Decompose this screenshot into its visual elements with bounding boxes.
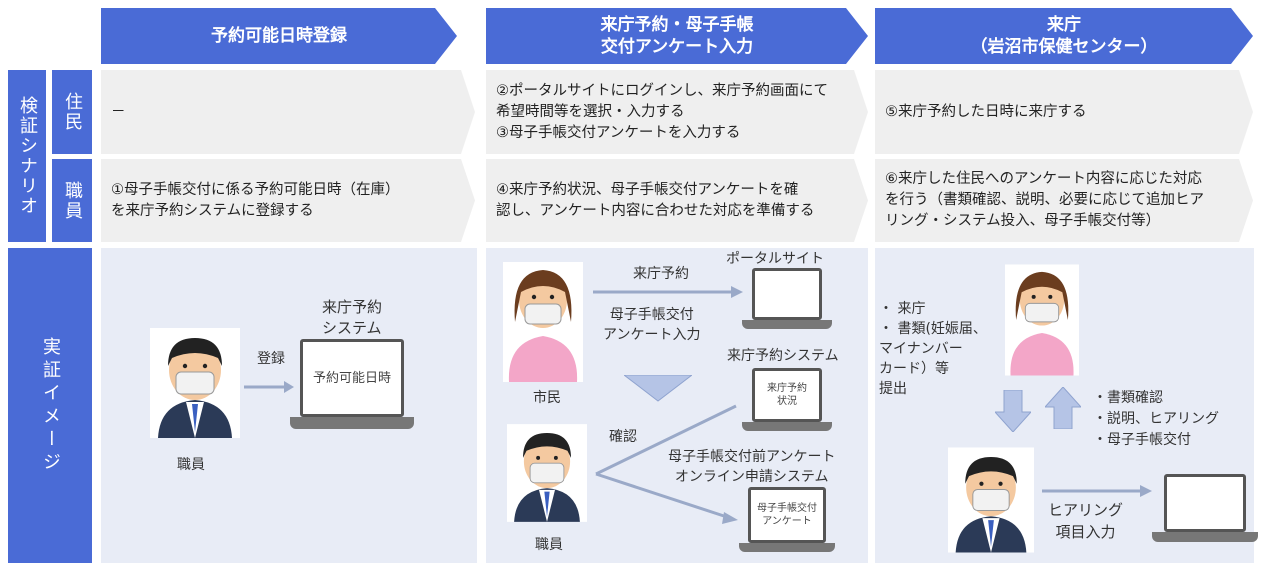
laptop-screen-hearing: [1164, 474, 1246, 532]
confirm-label: 確認: [609, 429, 637, 445]
down-arrow-3: [995, 390, 1031, 432]
staff-person-icon: [150, 328, 240, 438]
staff-cell-3: ⑥来庁した住民へのアンケート内容に応じた対応 を行う（書類確認、説明、必要に応じ…: [875, 159, 1253, 242]
laptop-screen-portal: [752, 268, 822, 320]
header-visit: 来庁 （岩沼市保健センター）: [875, 8, 1253, 64]
scenario-label: 検証シナリオ: [8, 70, 46, 242]
resident-label: 住民: [52, 70, 92, 154]
resident-cell-1: －: [101, 70, 475, 154]
reserve-label: 来庁予約: [633, 266, 689, 282]
register-arrow: [244, 381, 294, 393]
resident-text: 住民: [62, 92, 83, 132]
laptop-base-reserve: [742, 422, 832, 431]
scenario-text: 検証シナリオ: [17, 96, 38, 216]
header-reservation: 来庁予約・母子手帳 交付アンケート入力: [486, 8, 868, 64]
staff-cell-1: ①母子手帳交付に係る予約可能日時（在庫） を来庁予約システムに登録する: [101, 159, 475, 242]
citizen-person-icon: [503, 262, 583, 382]
citizen-caption: 市民: [533, 390, 561, 406]
staff-caption-1: 職員: [177, 457, 205, 473]
register-arrow-label: 登録: [257, 351, 285, 367]
resident-cell-3: ⑤来庁予約した日時に来庁する: [875, 70, 1253, 154]
action-bullets: ・書類確認 ・説明、ヒアリング ・母子手帳交付: [1093, 390, 1219, 448]
staff-label: 職員: [52, 159, 92, 242]
reserve-arrow: [593, 286, 743, 298]
confirm-lines: [595, 404, 738, 524]
online-system-label: 母子手帳交付前アンケート オンライン申請システム: [668, 449, 836, 485]
laptop-base-survey: [739, 543, 835, 552]
image-label: 実証イメージ: [8, 248, 92, 563]
staff-person-icon-3: [948, 447, 1034, 553]
reservation-system-label: 来庁予約 システム: [322, 298, 383, 337]
staff-cell-2: ④来庁予約状況、母子手帳交付アンケートを確 認し、アンケート内容に合わせた対応を…: [486, 159, 868, 242]
laptop-base-1: [290, 417, 414, 429]
visit-bullets: ・ 来庁 ・ 書類(妊娠届、 マイナンバー カード）等 提出: [879, 301, 987, 397]
resident-cell-2: ②ポータルサイトにログインし、来庁予約画面にて 希望時間等を選択・入力する ③母…: [486, 70, 868, 154]
laptop-screen-survey: 母子手帳交付 アンケート: [748, 487, 826, 543]
laptop-base-portal: [742, 320, 832, 329]
survey-input-label: 母子手帳交付 アンケート入力: [603, 307, 701, 343]
portal-label: ポータルサイト: [726, 251, 824, 267]
staff-caption-2: 職員: [535, 537, 563, 553]
hearing-arrow: [1042, 485, 1152, 497]
laptop-screen-reserve: 来庁予約 状況: [752, 368, 822, 422]
header-registration: 予約可能日時登録: [101, 8, 457, 64]
image-text: 実証イメージ: [40, 336, 61, 475]
citizen-person-icon-3: [1005, 264, 1079, 376]
reserve-system-label: 来庁予約システム: [727, 348, 839, 364]
staff-text: 職員: [62, 180, 83, 221]
laptop-base-hearing: [1152, 532, 1258, 542]
up-arrow-3: [1045, 387, 1081, 429]
staff-person-icon-2: [507, 424, 587, 522]
down-arrow-2: [624, 375, 692, 402]
hearing-label: ヒアリング 項目入力: [1048, 501, 1124, 541]
laptop-screen-1: 予約可能日時: [300, 339, 404, 417]
